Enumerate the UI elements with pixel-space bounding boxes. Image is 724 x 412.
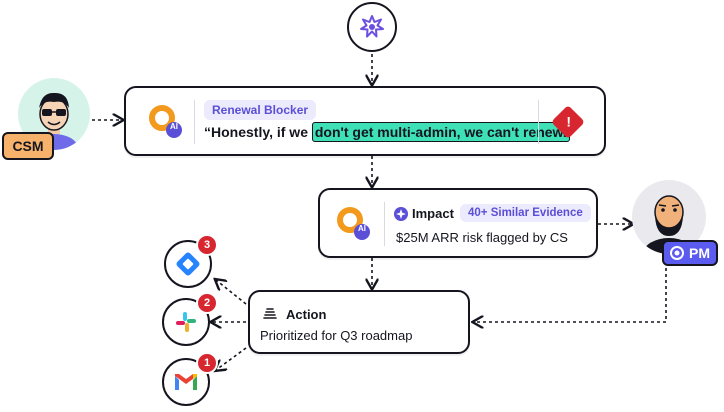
connector-action-to-jira bbox=[216, 280, 247, 305]
customer-quote: “Honestly, if we don't get multi-admin, … bbox=[204, 122, 577, 142]
quote-highlight: don't get multi-admin, we can't renew. bbox=[311, 122, 570, 142]
stack-icon bbox=[263, 308, 277, 319]
burst-logo-icon bbox=[360, 15, 384, 38]
pm-label: PM bbox=[662, 240, 718, 266]
similar-evidence-tag: 40+ Similar Evidence bbox=[460, 204, 591, 222]
impact-title: Impact bbox=[412, 206, 454, 221]
renewal-blocker-tag: Renewal Blocker bbox=[204, 100, 317, 120]
brand-logo-icon: AI bbox=[336, 206, 370, 240]
action-body: Prioritized for Q3 roadmap bbox=[260, 328, 413, 343]
ai-badge: AI bbox=[170, 122, 178, 131]
impact-body: $25M ARR risk flagged by CS bbox=[396, 230, 568, 245]
renewal-blocker-card[interactable]: AI Renewal Blocker “Honestly, if we don'… bbox=[124, 86, 606, 156]
brand-logo-icon: AI bbox=[148, 104, 182, 138]
connector-action-to-gmail bbox=[216, 347, 247, 370]
jira-icon bbox=[175, 251, 201, 277]
action-card[interactable]: Action Prioritized for Q3 roadmap bbox=[248, 290, 470, 354]
pm-status-icon bbox=[670, 246, 684, 260]
card-divider bbox=[538, 100, 539, 144]
slack-notification-badge: 2 bbox=[196, 292, 218, 314]
pm-label-text: PM bbox=[689, 245, 710, 261]
ai-badge: AI bbox=[358, 224, 366, 233]
gmail-icon bbox=[175, 374, 197, 390]
jira-notification-badge: 3 bbox=[196, 234, 218, 256]
card-divider bbox=[194, 100, 195, 144]
source-node[interactable] bbox=[347, 2, 397, 52]
impact-spark-icon bbox=[394, 207, 408, 221]
impact-card[interactable]: AI Impact 40+ Similar Evidence $25M ARR … bbox=[318, 188, 598, 258]
action-title: Action bbox=[286, 307, 327, 322]
csm-label: CSM bbox=[2, 132, 54, 160]
connector-pm-to-action bbox=[474, 268, 667, 322]
quote-prefix: “Honestly, if we bbox=[204, 124, 312, 140]
slack-icon bbox=[176, 312, 196, 332]
gmail-notification-badge: 1 bbox=[196, 352, 218, 374]
card-divider bbox=[384, 202, 385, 246]
